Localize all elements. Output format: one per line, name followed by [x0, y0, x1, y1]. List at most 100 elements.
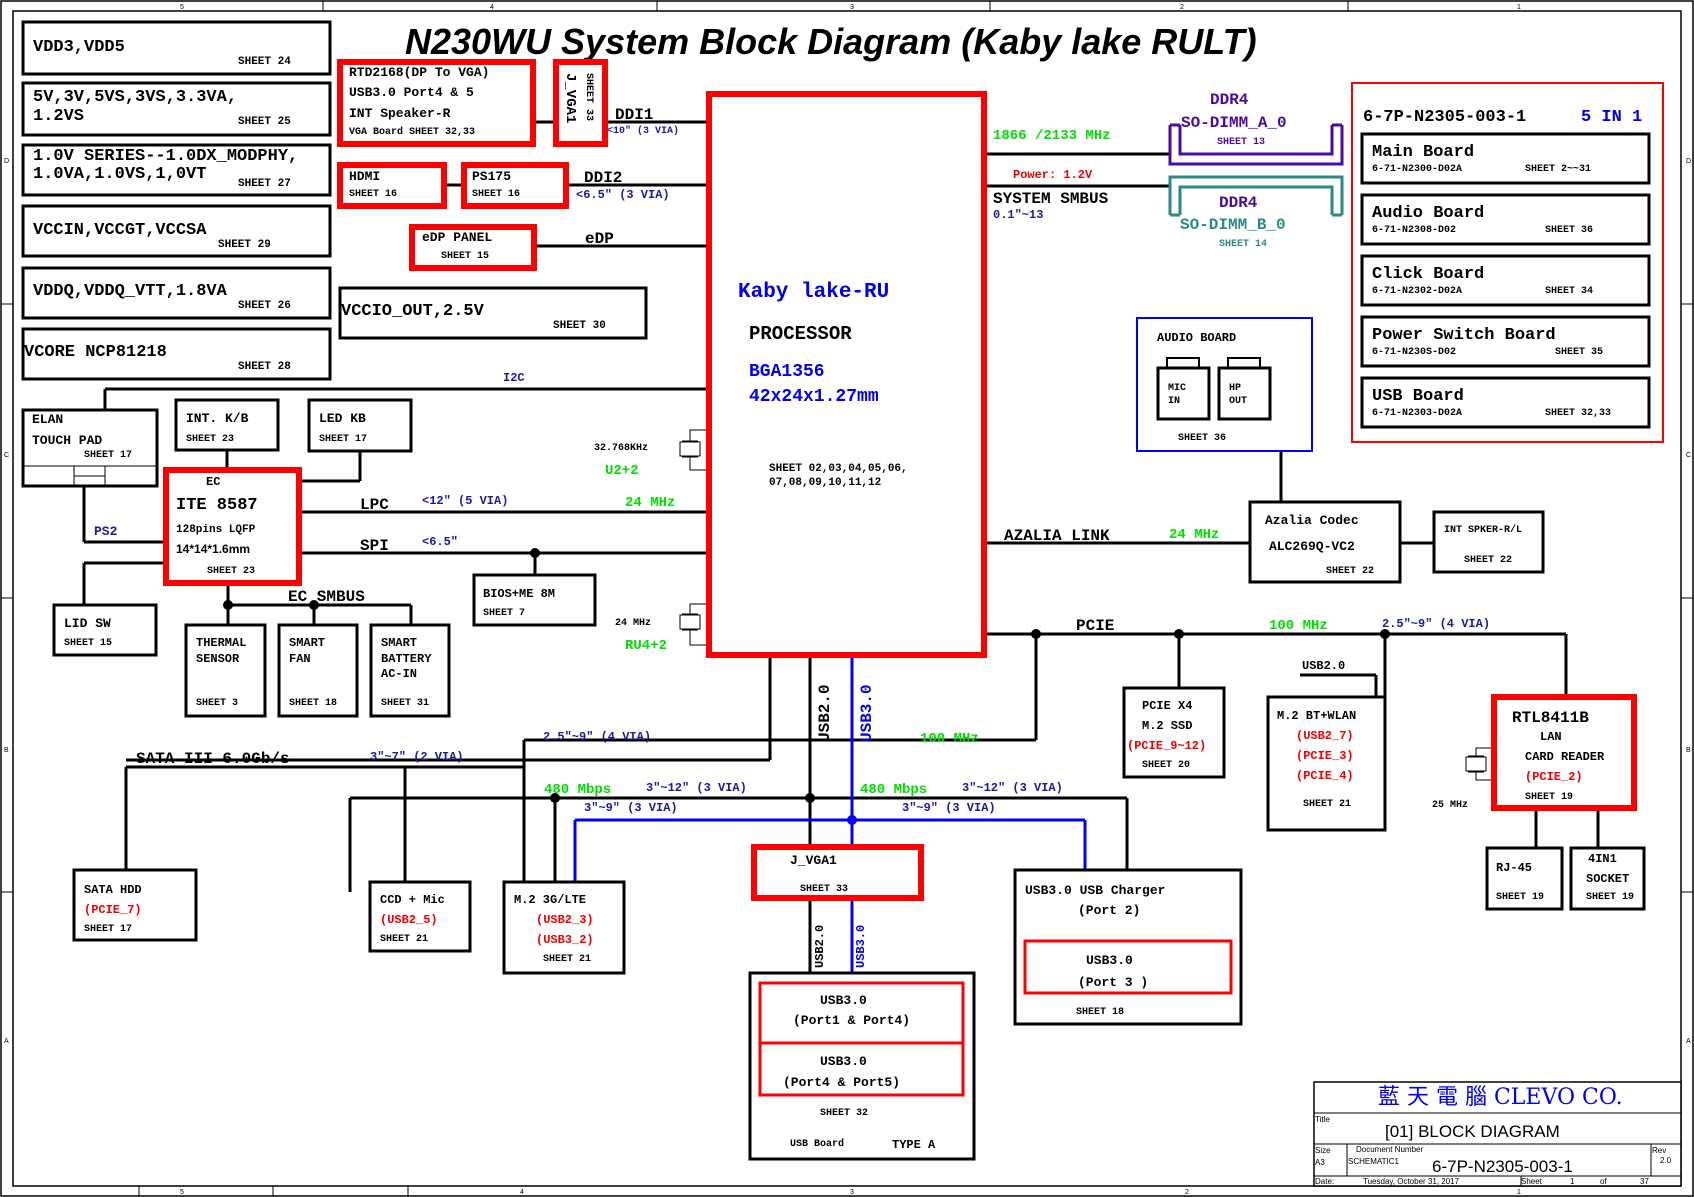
ccd-mic-block[interactable]: CCD + Mic (USB2_5) SHEET 21 — [368, 880, 472, 953]
rtd2168-block[interactable]: RTD2168(DP To VGA) USB3.0 Port4 & 5 INT … — [337, 59, 536, 147]
size-label: Size — [1315, 1146, 1331, 1155]
dimm-a-type: DDR4 — [1210, 91, 1249, 109]
ssd-label: M.2 SSD — [1142, 719, 1192, 733]
board-list-count: 5 IN 1 — [1581, 108, 1642, 127]
j-vga1-bottom-block[interactable]: J_VGA1 SHEET 33 — [751, 844, 924, 901]
rtl8411b-lan-block[interactable]: RTL8411B LAN CARD READER (PCIE_2) SHEET … — [1491, 694, 1637, 811]
power-block-vccin[interactable]: VCCIN,VCCGT,VCCSA SHEET 29 — [21, 204, 332, 258]
touchpad-block[interactable]: ELAN TOUCH PAD SHEET 17 — [21, 408, 159, 488]
edp-panel-block[interactable]: eDP PANEL SHEET 15 — [409, 224, 537, 271]
spi-label: SPI — [360, 537, 389, 555]
edp-panel-label: eDP PANEL — [422, 230, 492, 245]
usb3-bus-label: USB3.0 — [858, 684, 876, 742]
lpc-label: LPC — [360, 496, 389, 514]
mic-label: IN — [1168, 396, 1180, 407]
wlan-usb2-label: USB2.0 — [1302, 659, 1345, 673]
usb-charger-block[interactable]: USB3.0 USB Charger (Port 2) USB3.0 (Port… — [1013, 868, 1243, 1026]
lan-crystal-label: 25 MHz — [1432, 800, 1468, 811]
lid-switch-block[interactable]: LID SW SHEET 15 — [52, 603, 158, 657]
led-kb-block[interactable]: LED KB SHEET 17 — [307, 398, 413, 453]
audio-board-block[interactable]: AUDIO BOARD MIC IN HP OUT SHEET 36 — [1136, 317, 1313, 452]
frame-col-label: 5 — [180, 4, 184, 11]
power-block-vddq[interactable]: VDDQ,VDDQ_VTT,1.8VA SHEET 26 — [21, 266, 332, 320]
board-part-number: 6-71-N230S-D02 — [1372, 347, 1456, 358]
m2-ssd-block[interactable]: PCIE X4 M.2 SSD (PCIE_9~12) SHEET 20 — [1122, 686, 1226, 779]
sheet-ref: SHEET 36 — [1545, 225, 1593, 236]
int-speaker-block[interactable]: INT SPKER-R/L SHEET 22 — [1432, 510, 1545, 574]
usb-port-label: USB3.0 — [820, 993, 867, 1008]
sheet-ref: SHEET 21 — [1303, 799, 1351, 810]
sheet-ref: SHEET 18 — [289, 698, 337, 709]
m2-wlan-block[interactable]: M.2 BT+WLAN (USB2_7) (PCIE_3) (PCIE_4) S… — [1266, 695, 1387, 832]
power-block-vcore[interactable]: VCORE NCP81218 SHEET 28 — [21, 327, 332, 381]
lid-switch-label: LID SW — [64, 616, 111, 631]
azalia-codec-block[interactable]: Azalia Codec ALC269Q-VC2 SHEET 22 — [1248, 500, 1402, 584]
int-kb-block[interactable]: INT. K/B SHEET 23 — [174, 398, 280, 452]
ec-block[interactable]: EC ITE 8587 128pins LQFP 14*14*1.6mm SHE… — [163, 467, 302, 586]
cpu-block[interactable]: Kaby lake-RU PROCESSOR BGA1356 42x24x1.2… — [706, 91, 987, 658]
hdd-label: SATA HDD — [84, 883, 142, 897]
title-block: 藍 天 電 腦 CLEVO CO. Title [01] BLOCK DIAGR… — [1313, 1081, 1682, 1187]
pcie-spec: 2.5"~9" (4 VIA) — [1382, 617, 1490, 631]
wires — [82, 120, 1600, 973]
4in1-socket-block[interactable]: 4IN1 SOCKET SHEET 19 — [1569, 846, 1646, 911]
board-list-pn: 6-7P-N2305-003-1 — [1363, 108, 1526, 127]
rj45-block[interactable]: RJ-45 SHEET 19 — [1485, 846, 1564, 911]
board-item-frame — [1360, 132, 1651, 185]
ec-part: ITE 8587 — [176, 496, 258, 515]
dimm-a-slot[interactable]: DDR4 SO-DIMM_A_0 SHEET 13 — [1168, 91, 1344, 166]
fan-label: FAN — [289, 652, 311, 666]
bios-block[interactable]: BIOS+ME 8M SHEET 7 — [472, 573, 597, 627]
vccio-block[interactable]: VCCIO_OUT,2.5V SHEET 30 — [338, 286, 648, 340]
board-item-frame — [1360, 254, 1651, 307]
frame-col-label: 4 — [520, 1189, 524, 1196]
power-block-vdd3[interactable]: VDD3,VDD5 SHEET 24 — [21, 20, 332, 76]
hp-out-jack: HP OUT — [1217, 357, 1272, 421]
ddi2-spec: <6.5" (3 VIA) — [576, 188, 670, 202]
smart-battery-block[interactable]: SMART BATTERY AC-IN SHEET 31 — [369, 623, 451, 718]
usb2-bus-label: USB2.0 — [816, 684, 834, 742]
dimm-b-slot[interactable]: DDR4 SO-DIMM_B_0 SHEET 14 — [1168, 175, 1344, 250]
sheet-ref: SHEET 29 — [218, 239, 271, 251]
sheet-ref: SHEET 24 — [238, 56, 291, 68]
board-item-frame — [1360, 193, 1651, 246]
ccd-label: CCD + Mic — [380, 893, 445, 907]
system-smbus-spec: 0.1"~13 — [993, 208, 1043, 222]
thermal-sensor-block[interactable]: THERMAL SENSOR SHEET 3 — [184, 623, 267, 718]
docnum-label: Document Number — [1356, 1145, 1423, 1154]
m2-lte-block[interactable]: M.2 3G/LTE (USB2_3) (USB3_2) SHEET 21 — [502, 880, 626, 975]
sheet-ref: SHEET 17 — [84, 924, 132, 935]
sata-hdd-block[interactable]: SATA HDD (PCIE_7) SHEET 17 — [72, 868, 198, 942]
smart-fan-block[interactable]: SMART FAN SHEET 18 — [277, 623, 359, 718]
socket-label: 4IN1 — [1588, 852, 1617, 866]
ps2-label: PS2 — [94, 524, 118, 539]
usb-board-block[interactable]: USB3.0 (Port1 & Port4) USB3.0 (Port4 & P… — [748, 971, 976, 1161]
power-block-5v[interactable]: 5V,3V,5VS,3VS,3.3VA, 1.2VS SHEET 25 — [21, 81, 332, 137]
charger-label: USB3.0 USB Charger — [1025, 883, 1165, 898]
led-kb-label: LED KB — [319, 411, 366, 426]
frame-col-label: 1 — [1517, 4, 1521, 11]
rev-label: Rev — [1652, 1146, 1666, 1155]
touchpad-label: ELAN — [32, 412, 63, 427]
power-block-1v0[interactable]: 1.0V SERIES--1.0DX_MODPHY, 1.0VA,1.0VS,1… — [21, 143, 332, 197]
sheet-ref: SHEET 20 — [1142, 760, 1190, 771]
ps175-block[interactable]: PS175 SHEET 16 — [461, 162, 569, 209]
hdmi-block[interactable]: HDMI SHEET 16 — [337, 162, 447, 209]
sheet-ref: SHEET 27 — [238, 178, 291, 190]
frame-col-label: 4 — [490, 4, 494, 11]
wlan-pcie-lane: (PCIE_4) — [1296, 769, 1354, 783]
usb-port-label: (Port4 & Port5) — [783, 1075, 900, 1090]
of-label: of — [1600, 1177, 1607, 1186]
pcie-clock-label: 100 MHz — [1269, 618, 1328, 634]
thermal-label: SENSOR — [196, 652, 240, 666]
sheet-ref: SHEET 33 — [583, 73, 594, 121]
j-vga1-top-block[interactable]: J_VGA1 SHEET 33 — [553, 59, 608, 147]
lan-pcie-lane: (PCIE_2) — [1525, 770, 1583, 784]
sheet-ref: SHEET 15 — [64, 638, 112, 649]
